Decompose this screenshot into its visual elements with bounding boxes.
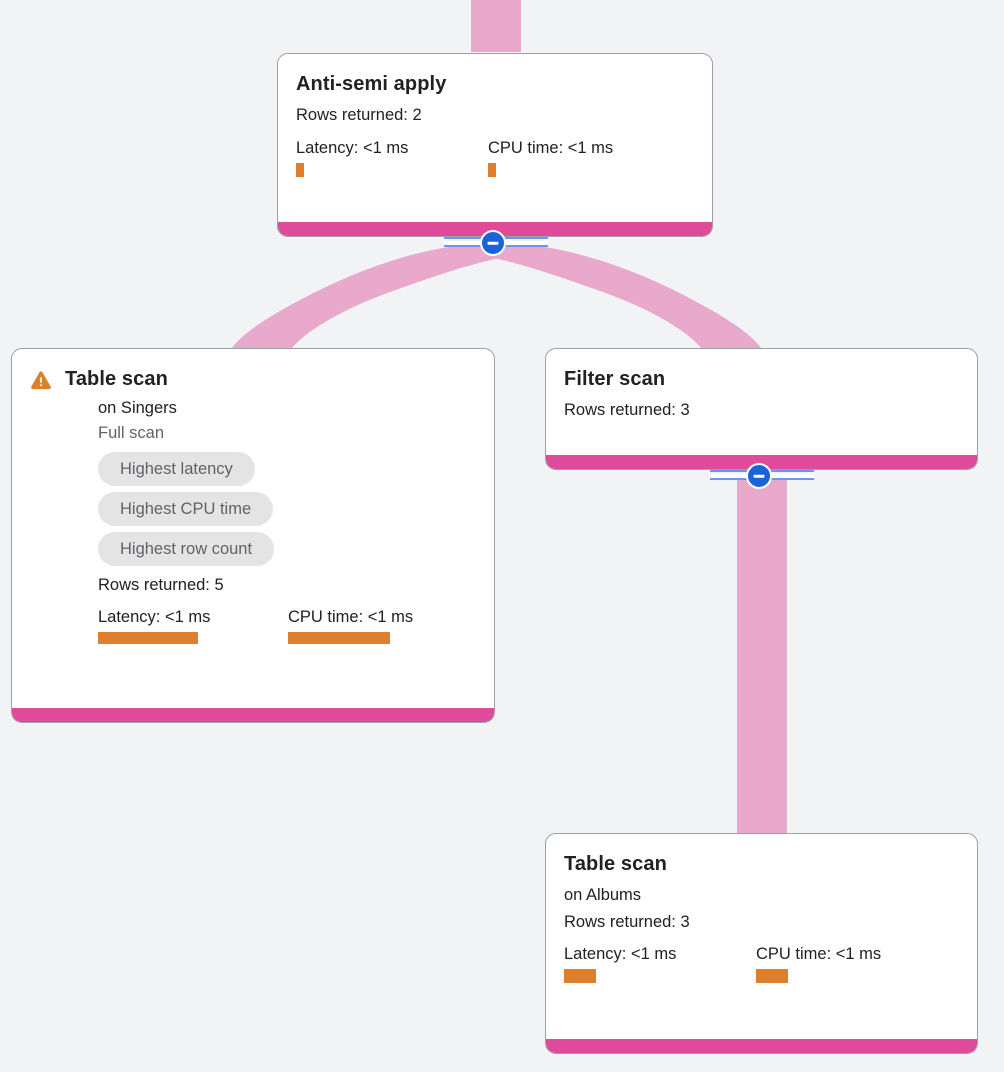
metric-latency: Latency: <1 ms	[296, 137, 488, 177]
metric-latency-label: Latency: <1 ms	[296, 139, 409, 157]
node-title-row: Table scan	[564, 851, 959, 877]
node-body: Filter scan Rows returned: 3	[546, 349, 977, 455]
node-title-row: Table scan	[30, 366, 476, 392]
edge-filter-scan-to-table-scan-albums	[737, 476, 787, 836]
minus-icon[interactable]	[746, 463, 772, 489]
edge-into-anti-semi-apply	[471, 0, 521, 52]
chip-highest-cpu-time[interactable]: Highest CPU time	[98, 492, 274, 526]
metric-latency-label: Latency: <1 ms	[564, 945, 677, 963]
chip-highest-latency[interactable]: Highest latency	[98, 452, 255, 486]
rows-returned: Rows returned: 3	[564, 401, 690, 419]
chip-highest-row-count[interactable]: Highest row count	[98, 532, 275, 566]
rows-returned: Rows returned: 5	[98, 576, 224, 594]
node-title-row: Anti-semi apply	[296, 71, 694, 97]
warning-triangle-icon	[31, 371, 51, 390]
scan-type: Full scan	[98, 424, 165, 442]
node-accent-bar	[278, 222, 712, 236]
edge-anti-semi-to-filter-scan	[493, 243, 761, 348]
node-title: Filter scan	[564, 368, 666, 390]
node-accent-bar	[546, 1039, 977, 1053]
node-table-scan-singers[interactable]: Table scan on Singers Full scan Highest …	[11, 348, 495, 723]
edge-anti-semi-to-table-scan-singers	[232, 243, 500, 348]
metrics-row: Latency: <1 ms CPU time: <1 ms	[564, 943, 959, 983]
metric-latency: Latency: <1 ms	[564, 943, 756, 983]
rows-returned: Rows returned: 3	[564, 913, 690, 931]
metric-latency: Latency: <1 ms	[98, 606, 288, 644]
node-body: Table scan on Singers Full scan Highest …	[12, 349, 494, 708]
metric-latency-bar	[564, 969, 596, 983]
metric-latency-bar	[98, 632, 198, 644]
node-title-row: Filter scan	[564, 366, 959, 392]
metric-latency-bar	[296, 163, 304, 177]
node-title: Anti-semi apply	[296, 73, 447, 95]
metric-cpu-time-label: CPU time: <1 ms	[756, 945, 882, 963]
node-body: Anti-semi apply Rows returned: 2 Latency…	[278, 54, 712, 222]
node-filter-scan[interactable]: Filter scan Rows returned: 3	[545, 348, 978, 470]
metric-cpu-time-label: CPU time: <1 ms	[488, 139, 614, 157]
minus-icon[interactable]	[480, 230, 506, 256]
metric-cpu-time-bar	[488, 163, 496, 177]
node-body: Table scan on Albums Rows returned: 3 La…	[546, 834, 977, 1039]
metrics-row: Latency: <1 ms CPU time: <1 ms	[296, 137, 694, 177]
node-accent-bar	[546, 455, 977, 469]
chip-list: Highest latency Highest CPU time Highest…	[98, 452, 476, 566]
node-anti-semi-apply[interactable]: Anti-semi apply Rows returned: 2 Latency…	[277, 53, 713, 237]
collapse-toggle-filter-scan[interactable]	[710, 463, 814, 489]
scan-target: on Albums	[564, 886, 642, 904]
rows-returned: Rows returned: 2	[296, 106, 422, 124]
scan-target: on Singers	[98, 399, 177, 417]
node-title: Table scan	[564, 853, 667, 875]
node-details: on Singers Full scan Highest latency Hig…	[30, 396, 476, 644]
node-title: Table scan	[65, 368, 168, 390]
metric-cpu-time-bar	[288, 632, 390, 644]
metrics-row: Latency: <1 ms CPU time: <1 ms	[98, 606, 476, 644]
metric-cpu-time-label: CPU time: <1 ms	[288, 608, 414, 626]
metric-cpu-time: CPU time: <1 ms	[488, 137, 613, 177]
node-table-scan-albums[interactable]: Table scan on Albums Rows returned: 3 La…	[545, 833, 978, 1054]
metric-cpu-time: CPU time: <1 ms	[756, 943, 881, 983]
metric-cpu-time-bar	[756, 969, 788, 983]
collapse-toggle-anti-semi-apply[interactable]	[444, 230, 548, 256]
metric-cpu-time: CPU time: <1 ms	[288, 606, 413, 644]
node-accent-bar	[12, 708, 494, 722]
metric-latency-label: Latency: <1 ms	[98, 608, 211, 626]
